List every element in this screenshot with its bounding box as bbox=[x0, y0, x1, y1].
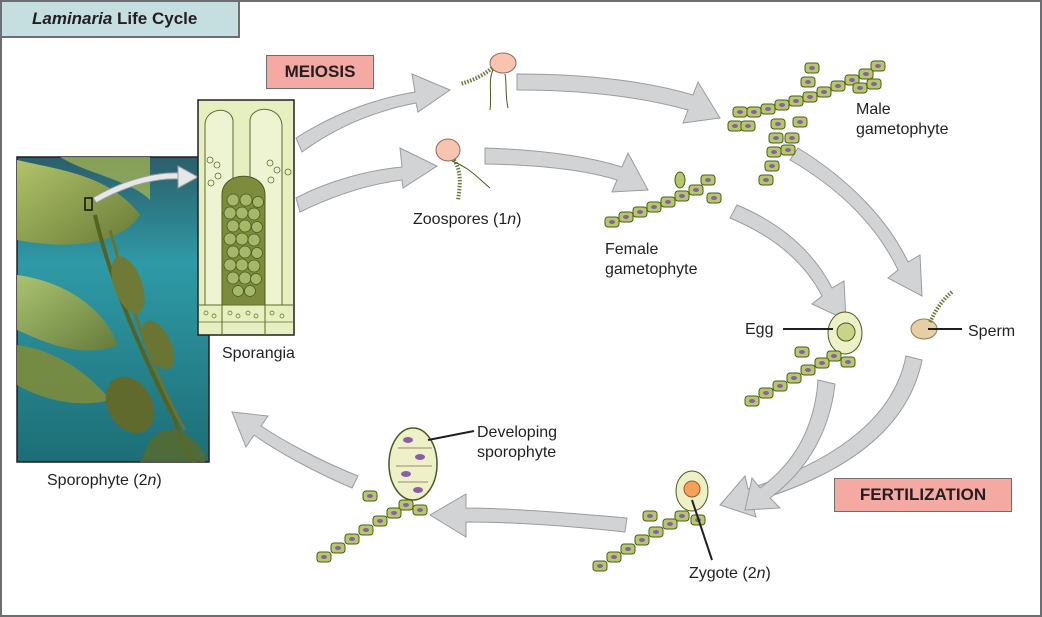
developing-sporophyte-drawing bbox=[316, 427, 475, 563]
arrow-male-to-sperm bbox=[789, 147, 923, 297]
title-box: Laminaria Life Cycle bbox=[2, 2, 240, 38]
sporangia-drawing bbox=[197, 99, 295, 336]
arrow-female-to-egg bbox=[729, 204, 847, 321]
sporangia-label: Sporangia bbox=[222, 345, 295, 362]
title-genus: Laminaria bbox=[32, 9, 113, 28]
zoospores-label: Zoospores (1n) bbox=[413, 211, 522, 228]
sperm-label: Sperm bbox=[968, 323, 1016, 340]
zoospore-lower bbox=[435, 138, 491, 201]
arrow-to-female bbox=[484, 147, 649, 193]
egg-drawing bbox=[744, 311, 863, 407]
zygote-label: Zygote (2n) bbox=[689, 565, 771, 582]
title-rest: Life Cycle bbox=[112, 9, 198, 28]
zygote-drawing bbox=[592, 470, 713, 572]
arrow-to-male bbox=[516, 73, 721, 124]
meiosis-badge: MEIOSIS bbox=[266, 55, 374, 89]
cycle-arrows bbox=[231, 73, 923, 538]
arrow-zygote-to-developing bbox=[429, 493, 628, 538]
sperm-drawing bbox=[910, 290, 962, 340]
egg-label: Egg bbox=[745, 321, 774, 338]
fertilization-badge: FERTILIZATION bbox=[834, 478, 1012, 512]
sporophyte-label: Sporophyte (2n) bbox=[47, 472, 162, 489]
zoospore-upper bbox=[459, 52, 517, 111]
arrow-to-sporophyte bbox=[231, 411, 359, 489]
page-title: Laminaria Life Cycle bbox=[32, 9, 197, 29]
arrow-meiosis-lower bbox=[295, 147, 439, 213]
sporophyte-photo bbox=[16, 156, 210, 464]
arrow-meiosis-upper bbox=[295, 73, 452, 153]
female-gametophyte-drawing bbox=[604, 171, 722, 228]
arrow-egg-to-zygote bbox=[744, 379, 836, 511]
arrow-sperm-to-zygote bbox=[719, 355, 923, 518]
